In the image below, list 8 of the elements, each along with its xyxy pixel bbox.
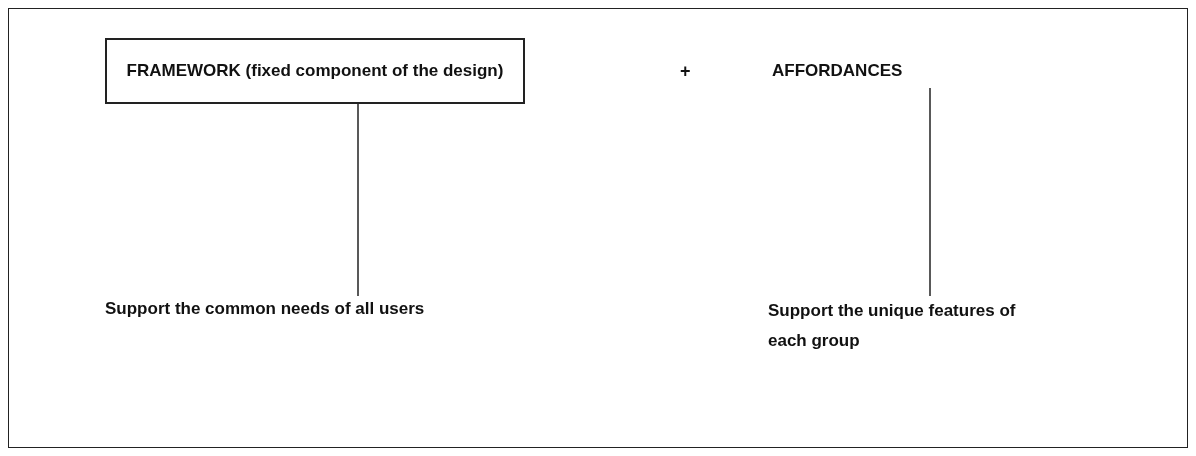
node-text: FRAMEWORK (fixed component of the design): [126, 60, 504, 83]
connector-line: [357, 103, 359, 297]
plus-sign: +: [680, 60, 691, 83]
framework-box: [105, 38, 525, 104]
node-text: AFFORDANCES: [772, 61, 903, 80]
node-text: Support the unique features of each group: [768, 301, 1016, 350]
connector-line: [929, 87, 931, 297]
node-text: Support the common needs of all users: [105, 299, 425, 318]
